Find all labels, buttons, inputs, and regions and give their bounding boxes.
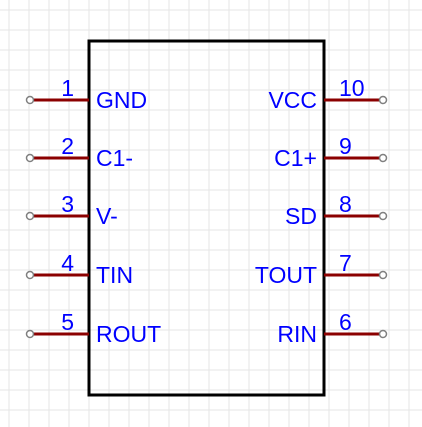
pin-number: 10 [339,75,365,101]
pin-number: 5 [61,309,74,335]
pin-number: 7 [339,250,352,276]
pin-name: C1- [96,145,133,171]
pin-1[interactable]: 1 GND [25,75,148,113]
pin-number: 8 [339,191,352,217]
pin-endpoint[interactable] [378,153,388,163]
pin-name: TOUT [255,262,317,288]
pin-name: V- [96,203,118,229]
pin-endpoint[interactable] [378,329,388,339]
pins-group: 1 GND 2 C1- 3 V- 4 TIN 5 ROUT 10 VCC 9 C1+ 8 SD 7 TOUT 6 RI… [25,75,388,347]
pin-name: ROUT [96,321,161,347]
pin-endpoint[interactable] [25,95,35,105]
pin-number: 1 [61,75,74,101]
pin-name: SD [285,203,317,229]
pin-name: TIN [96,262,133,288]
pin-endpoint[interactable] [378,95,388,105]
pin-name: C1+ [274,145,317,171]
pin-2[interactable]: 2 C1- [25,133,134,171]
pin-endpoint[interactable] [378,211,388,221]
pin-endpoint[interactable] [378,270,388,280]
pin-name: GND [96,87,147,113]
ic-body[interactable] [87,39,326,397]
pin-name: RIN [277,321,317,347]
pin-number: 3 [61,191,74,217]
pin-5[interactable]: 5 ROUT [25,309,162,347]
pin-endpoint[interactable] [25,329,35,339]
pin-3[interactable]: 3 V- [25,191,118,229]
pin-9[interactable]: 9 C1+ [274,133,388,171]
pin-endpoint[interactable] [25,270,35,280]
pin-name: VCC [268,87,317,113]
pin-endpoint[interactable] [25,153,35,163]
pin-endpoint[interactable] [25,211,35,221]
pin-6[interactable]: 6 RIN [277,309,388,347]
pin-8[interactable]: 8 SD [285,191,388,229]
pin-number: 9 [339,133,352,159]
pin-number: 2 [61,133,74,159]
pin-4[interactable]: 4 TIN [25,250,134,288]
pin-number: 4 [61,250,74,276]
pin-number: 6 [339,309,352,335]
pin-7[interactable]: 7 TOUT [255,250,388,288]
pin-10[interactable]: 10 VCC [268,75,388,113]
